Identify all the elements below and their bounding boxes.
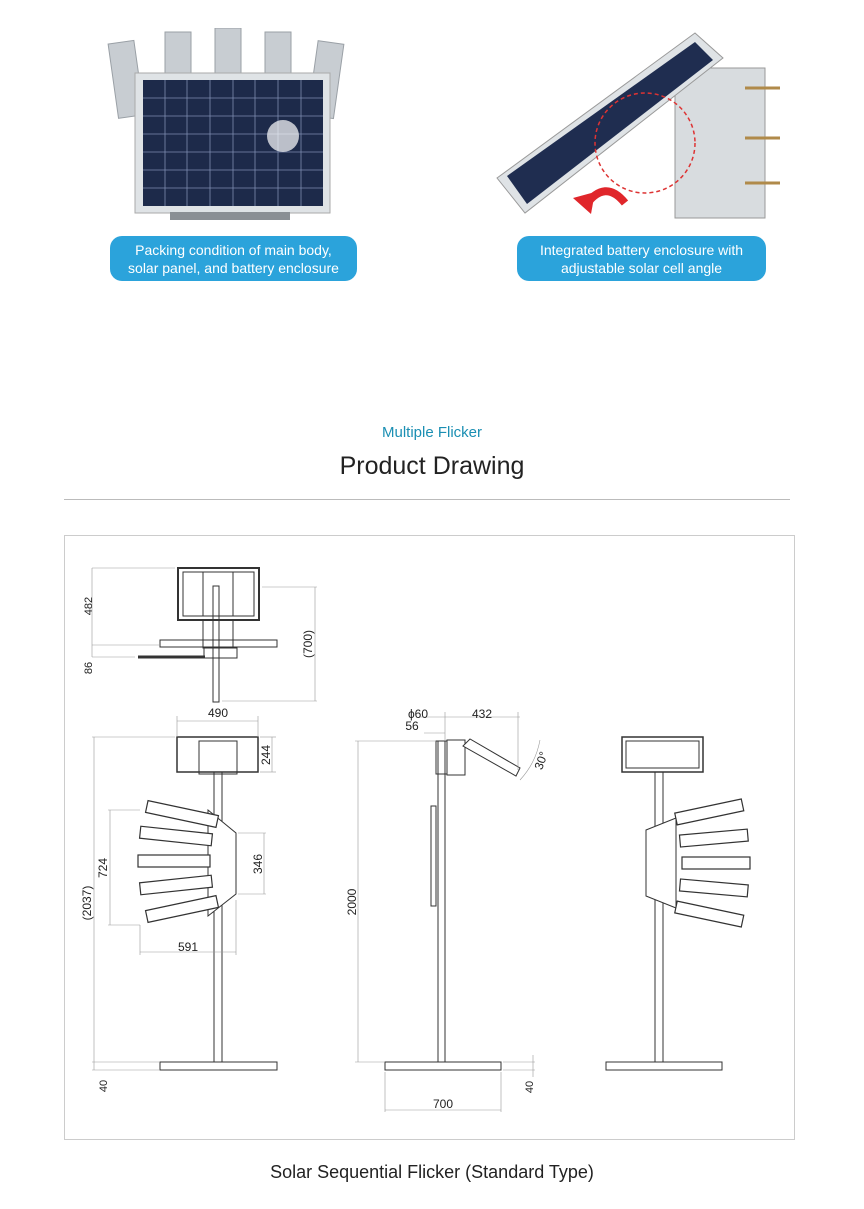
dim-label: 86 — [83, 662, 95, 674]
drawing-frame — [64, 535, 795, 1140]
drawing-caption: Solar Sequential Flicker (Standard Type) — [270, 1162, 594, 1182]
photo-caption-packing: Packing condition of main body, solar pa… — [110, 236, 357, 281]
dim-label: 40 — [524, 1081, 536, 1093]
caption-line: solar panel, and battery enclosure — [128, 260, 339, 276]
dim-label: (2037) — [80, 886, 94, 921]
dim-label: ϕ60 — [408, 707, 428, 721]
dim-label: 482 — [83, 597, 95, 615]
divider — [64, 499, 790, 500]
dim-label: 30° — [532, 750, 551, 772]
dim-label: 432 — [472, 707, 492, 721]
photo-caption-angle: Integrated battery enclosure with adjust… — [517, 236, 766, 281]
dim-label: 346 — [251, 854, 265, 874]
front-view: 490 244 724 346 591 (2037) 40 — [80, 706, 278, 1092]
dim-label: 56 — [405, 719, 419, 733]
caption-line: Packing condition of main body, — [135, 242, 332, 258]
section-subtitle: Multiple Flicker — [381, 424, 483, 441]
rear-view — [605, 736, 751, 1071]
section-title: Product Drawing — [339, 452, 525, 480]
dim-label: (700) — [301, 630, 315, 658]
side-view: ϕ60 56 432 30° 2000 700 40 — [345, 707, 551, 1112]
dim-label: 700 — [433, 1097, 453, 1111]
dim-label: 2000 — [345, 888, 359, 915]
top-view: 482 86 (700) — [83, 567, 317, 703]
dim-label: 591 — [178, 940, 198, 954]
battery-enclosure-photo — [496, 32, 780, 219]
dim-label: 244 — [259, 745, 273, 765]
dim-label: 724 — [96, 858, 110, 878]
dim-label: 40 — [98, 1080, 110, 1092]
packing-photo — [107, 28, 345, 220]
caption-line: Integrated battery enclosure with — [539, 242, 744, 258]
dim-label: 490 — [208, 706, 228, 720]
caption-line: adjustable solar cell angle — [560, 260, 723, 276]
